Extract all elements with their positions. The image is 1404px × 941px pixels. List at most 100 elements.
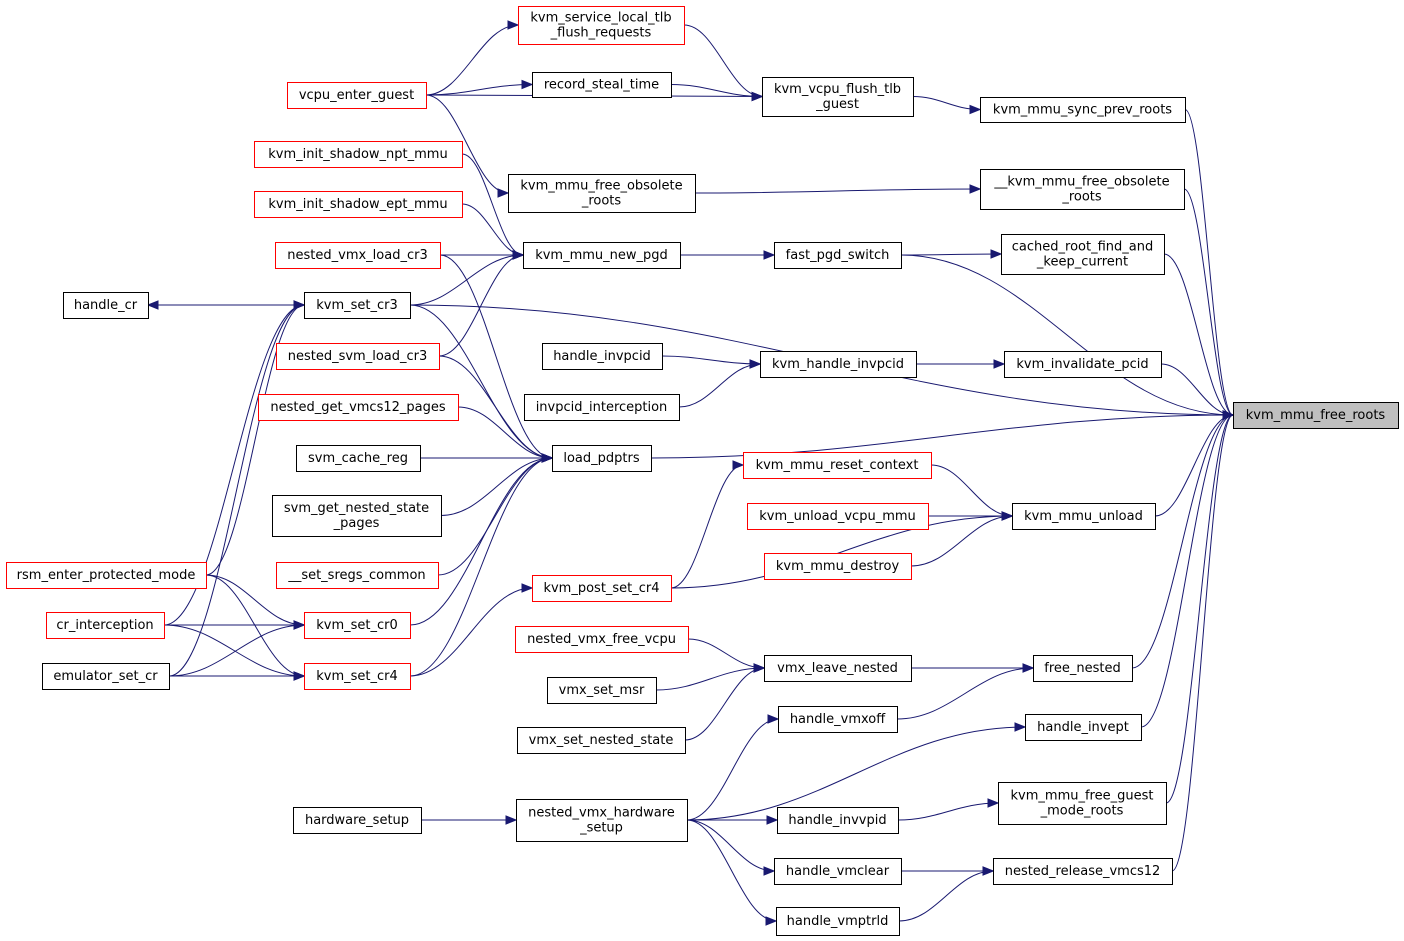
edge-load-pdptrs-to-root xyxy=(650,410,1235,459)
node-unload-vcpu-mmu[interactable]: kvm_unload_vcpu_mmu xyxy=(747,503,929,530)
node-svm-cache-reg[interactable]: svm_cache_reg xyxy=(296,445,421,472)
node-nested-vmx-free-vcpu[interactable]: nested_vmx_free_vcpu xyxy=(515,626,689,653)
edge-hardware-setup-to-nested-hw-setup xyxy=(421,815,518,825)
edge-nested-vmx-load-cr3-to-load-pdptrs xyxy=(439,254,554,463)
edge-handle-invpcid-to-kvm-handle-invpcid xyxy=(661,355,762,369)
node-set-cr3[interactable]: kvm_set_cr3 xyxy=(304,292,411,319)
node-vmx-set-msr[interactable]: vmx_set_msr xyxy=(547,677,657,704)
edge-handle-invvpid-to-free-guest-mode xyxy=(897,798,1000,821)
node-nested-svm-load-cr3[interactable]: nested_svm_load_cr3 xyxy=(276,343,440,370)
edge-emulator-set-cr-to-set-cr3 xyxy=(168,300,306,677)
node-reset-context[interactable]: kvm_mmu_reset_context xyxy=(743,452,932,479)
node-label: kvm_set_cr4 xyxy=(316,669,398,684)
node-rsm-enter[interactable]: rsm_enter_protected_mode xyxy=(6,562,207,589)
node-set-sregs-common[interactable]: __set_sregs_common xyxy=(276,562,439,589)
node-record-steal-time[interactable]: record_steal_time xyxy=(532,72,672,98)
node-box xyxy=(777,807,899,834)
node-label: nested_svm_load_cr3 xyxy=(288,349,428,364)
node-box xyxy=(1001,234,1165,275)
node-box xyxy=(516,799,688,842)
node-label: free_nested xyxy=(1044,661,1121,676)
node-set-cr4[interactable]: kvm_set_cr4 xyxy=(304,663,411,690)
node-load-pdptrs[interactable]: load_pdptrs xyxy=(552,445,652,472)
node-free-nested[interactable]: free_nested xyxy=(1033,655,1133,682)
node-label: kvm_mmu_free_roots xyxy=(1246,408,1386,423)
node-label: kvm_vcpu_flush_tlb xyxy=(774,82,901,97)
node-mmu-unload[interactable]: kvm_mmu_unload xyxy=(1012,503,1156,530)
node-emulator-set-cr[interactable]: emulator_set_cr xyxy=(42,663,170,690)
node-post-set-cr4[interactable]: kvm_post_set_cr4 xyxy=(532,575,672,602)
node-label: kvm_service_local_tlb xyxy=(530,11,671,26)
node-box xyxy=(304,663,411,690)
node-new-pgd[interactable]: kvm_mmu_new_pgd xyxy=(523,242,681,269)
node-label: nested_release_vmcs12 xyxy=(1005,864,1161,879)
node-label: kvm_set_cr3 xyxy=(316,298,398,313)
node-set-cr0[interactable]: kvm_set_cr0 xyxy=(304,612,411,639)
edge-handle-vmptrld-to-release-vmcs12 xyxy=(898,866,995,922)
node-mmu-destroy[interactable]: kvm_mmu_destroy xyxy=(764,553,912,580)
node-box xyxy=(532,575,672,602)
nodes-layer: kvm_mmu_free_roots kvm_mmu_sync_prev_root… xyxy=(6,6,1399,936)
node-kvm-handle-invpcid[interactable]: kvm_handle_invpcid xyxy=(760,351,917,378)
node-vcpu-enter-guest[interactable]: vcpu_enter_guest xyxy=(287,82,427,109)
node-cached-root[interactable]: cached_root_find_and_keep_current xyxy=(1001,234,1165,275)
edge-nested-hw-setup-to-handle-invvpid xyxy=(687,815,779,825)
node-invalidate-pcid[interactable]: kvm_invalidate_pcid xyxy=(1004,351,1162,378)
node-init-shadow-ept[interactable]: kvm_init_shadow_ept_mmu xyxy=(254,191,463,218)
node-label: kvm_mmu_new_pgd xyxy=(535,248,668,263)
node-sync-prev[interactable]: kvm_mmu_sync_prev_roots xyxy=(980,97,1186,123)
node-get-vmcs12-pages[interactable]: nested_get_vmcs12_pages xyxy=(258,394,459,421)
node-box xyxy=(998,782,1167,825)
node-cr-interception[interactable]: cr_interception xyxy=(46,612,165,639)
node-service-local-tlb[interactable]: kvm_service_local_tlb_flush_requests xyxy=(518,6,685,45)
node-box xyxy=(523,242,681,269)
node-box xyxy=(254,141,463,168)
edge-set-cr4-to-load-pdptrs xyxy=(409,453,554,677)
node-box xyxy=(272,495,442,537)
node-handle-invept[interactable]: handle_invept xyxy=(1025,714,1142,741)
node-handle-cr[interactable]: handle_cr xyxy=(63,292,149,319)
node-handle-invvpid[interactable]: handle_invvpid xyxy=(777,807,899,834)
edge-free-obsolete-inner-to-root xyxy=(1183,188,1235,420)
node-label: kvm_mmu_sync_prev_roots xyxy=(993,103,1172,118)
node-free-obsolete-inner[interactable]: __kvm_mmu_free_obsolete_roots xyxy=(980,169,1185,210)
edge-handle-invept-to-root xyxy=(1140,410,1235,728)
node-vmx-set-nested-state[interactable]: vmx_set_nested_state xyxy=(517,727,686,754)
node-fast-pgd-switch[interactable]: fast_pgd_switch xyxy=(774,242,902,269)
node-label: _mode_roots xyxy=(1040,804,1124,819)
node-label: kvm_mmu_destroy xyxy=(776,559,900,574)
node-hardware-setup[interactable]: hardware_setup xyxy=(293,807,422,834)
node-box xyxy=(547,677,657,704)
node-flush-tlb-guest[interactable]: kvm_vcpu_flush_tlb_guest xyxy=(762,77,914,117)
node-box xyxy=(287,82,427,109)
edge-emulator-set-cr-to-set-cr0 xyxy=(168,620,306,677)
node-box xyxy=(254,191,463,218)
edge-set-cr3-to-handle-cr xyxy=(146,300,304,310)
node-free-obsolete[interactable]: kvm_mmu_free_obsolete_roots xyxy=(508,174,696,213)
node-label: vmx_set_nested_state xyxy=(529,733,674,748)
node-svm-get-nested-state[interactable]: svm_get_nested_state_pages xyxy=(272,495,442,537)
node-nested-vmx-load-cr3[interactable]: nested_vmx_load_cr3 xyxy=(275,242,441,269)
node-handle-vmclear[interactable]: handle_vmclear xyxy=(774,858,902,885)
node-label: kvm_mmu_free_obsolete xyxy=(520,179,682,194)
node-init-shadow-npt[interactable]: kvm_init_shadow_npt_mmu xyxy=(254,141,463,168)
node-label: svm_cache_reg xyxy=(308,451,408,466)
node-handle-invpcid[interactable]: handle_invpcid xyxy=(542,343,663,370)
node-root[interactable]: kvm_mmu_free_roots xyxy=(1233,402,1399,429)
node-box xyxy=(552,445,652,472)
node-nested-hw-setup[interactable]: nested_vmx_hardware_setup xyxy=(516,799,688,842)
node-handle-vmxoff[interactable]: handle_vmxoff xyxy=(778,706,898,733)
node-release-vmcs12[interactable]: nested_release_vmcs12 xyxy=(993,858,1173,885)
node-label: rsm_enter_protected_mode xyxy=(17,568,196,583)
node-label: _setup xyxy=(579,821,623,836)
node-free-guest-mode[interactable]: kvm_mmu_free_guest_mode_roots xyxy=(998,782,1167,825)
edge-vmx-leave-nested-to-free-nested xyxy=(911,663,1035,673)
node-box xyxy=(542,343,663,370)
edge-reset-context-to-mmu-unload xyxy=(930,464,1014,521)
node-handle-vmptrld[interactable]: handle_vmptrld xyxy=(776,907,900,936)
node-vmx-leave-nested[interactable]: vmx_leave_nested xyxy=(764,655,912,682)
node-box xyxy=(275,242,441,269)
edge-invpcid-interception-to-kvm-handle-invpcid xyxy=(678,359,762,408)
node-invpcid-interception[interactable]: invpcid_interception xyxy=(524,394,680,421)
node-box xyxy=(63,292,149,319)
